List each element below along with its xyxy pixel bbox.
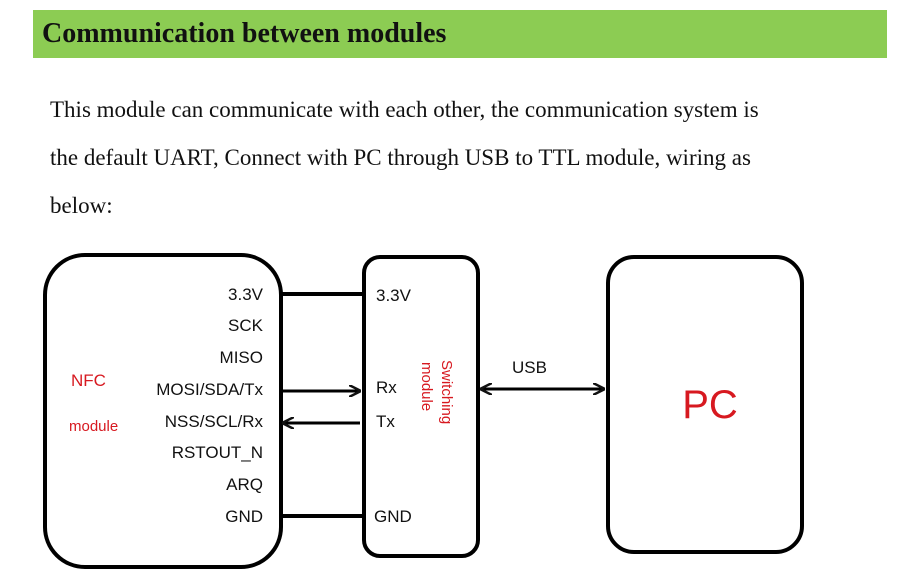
intro-paragraph: This module can communicate with each ot… bbox=[50, 86, 880, 230]
nfc-pin-miso: MISO bbox=[220, 348, 263, 367]
nfc-module-box bbox=[43, 253, 283, 569]
nfc-module-label-2: module bbox=[69, 418, 118, 435]
nfc-pin-nss: NSS/SCL/Rx bbox=[165, 412, 264, 431]
section-header: Communication between modules bbox=[33, 10, 887, 58]
usb-label: USB bbox=[512, 358, 547, 377]
switching-module-label-1: Switching bbox=[438, 360, 455, 424]
nfc-pin-sck: SCK bbox=[228, 316, 264, 335]
nfc-pin-gnd: GND bbox=[225, 507, 263, 526]
switch-pin-3v3: 3.3V bbox=[376, 286, 412, 305]
section-title: Communication between modules bbox=[42, 18, 447, 49]
pc-label: PC bbox=[682, 383, 738, 427]
switch-pin-tx: Tx bbox=[376, 412, 395, 431]
nfc-pin-3v3: 3.3V bbox=[228, 285, 264, 304]
nfc-module-label-1: NFC bbox=[71, 371, 106, 390]
switch-pin-gnd: GND bbox=[374, 507, 412, 526]
nfc-pin-mosi: MOSI/SDA/Tx bbox=[156, 380, 263, 399]
nfc-pin-rstout: RSTOUT_N bbox=[172, 443, 263, 462]
switching-module-label-2: module bbox=[418, 362, 435, 411]
intro-line-2: the default UART, Connect with PC throug… bbox=[50, 145, 751, 170]
switch-pin-rx: Rx bbox=[376, 378, 397, 397]
switching-module-box bbox=[362, 255, 480, 558]
nfc-pin-arq: ARQ bbox=[226, 475, 263, 494]
pc-box bbox=[606, 255, 804, 554]
intro-line-3: below: bbox=[50, 193, 113, 218]
intro-line-1: This module can communicate with each ot… bbox=[50, 97, 759, 122]
